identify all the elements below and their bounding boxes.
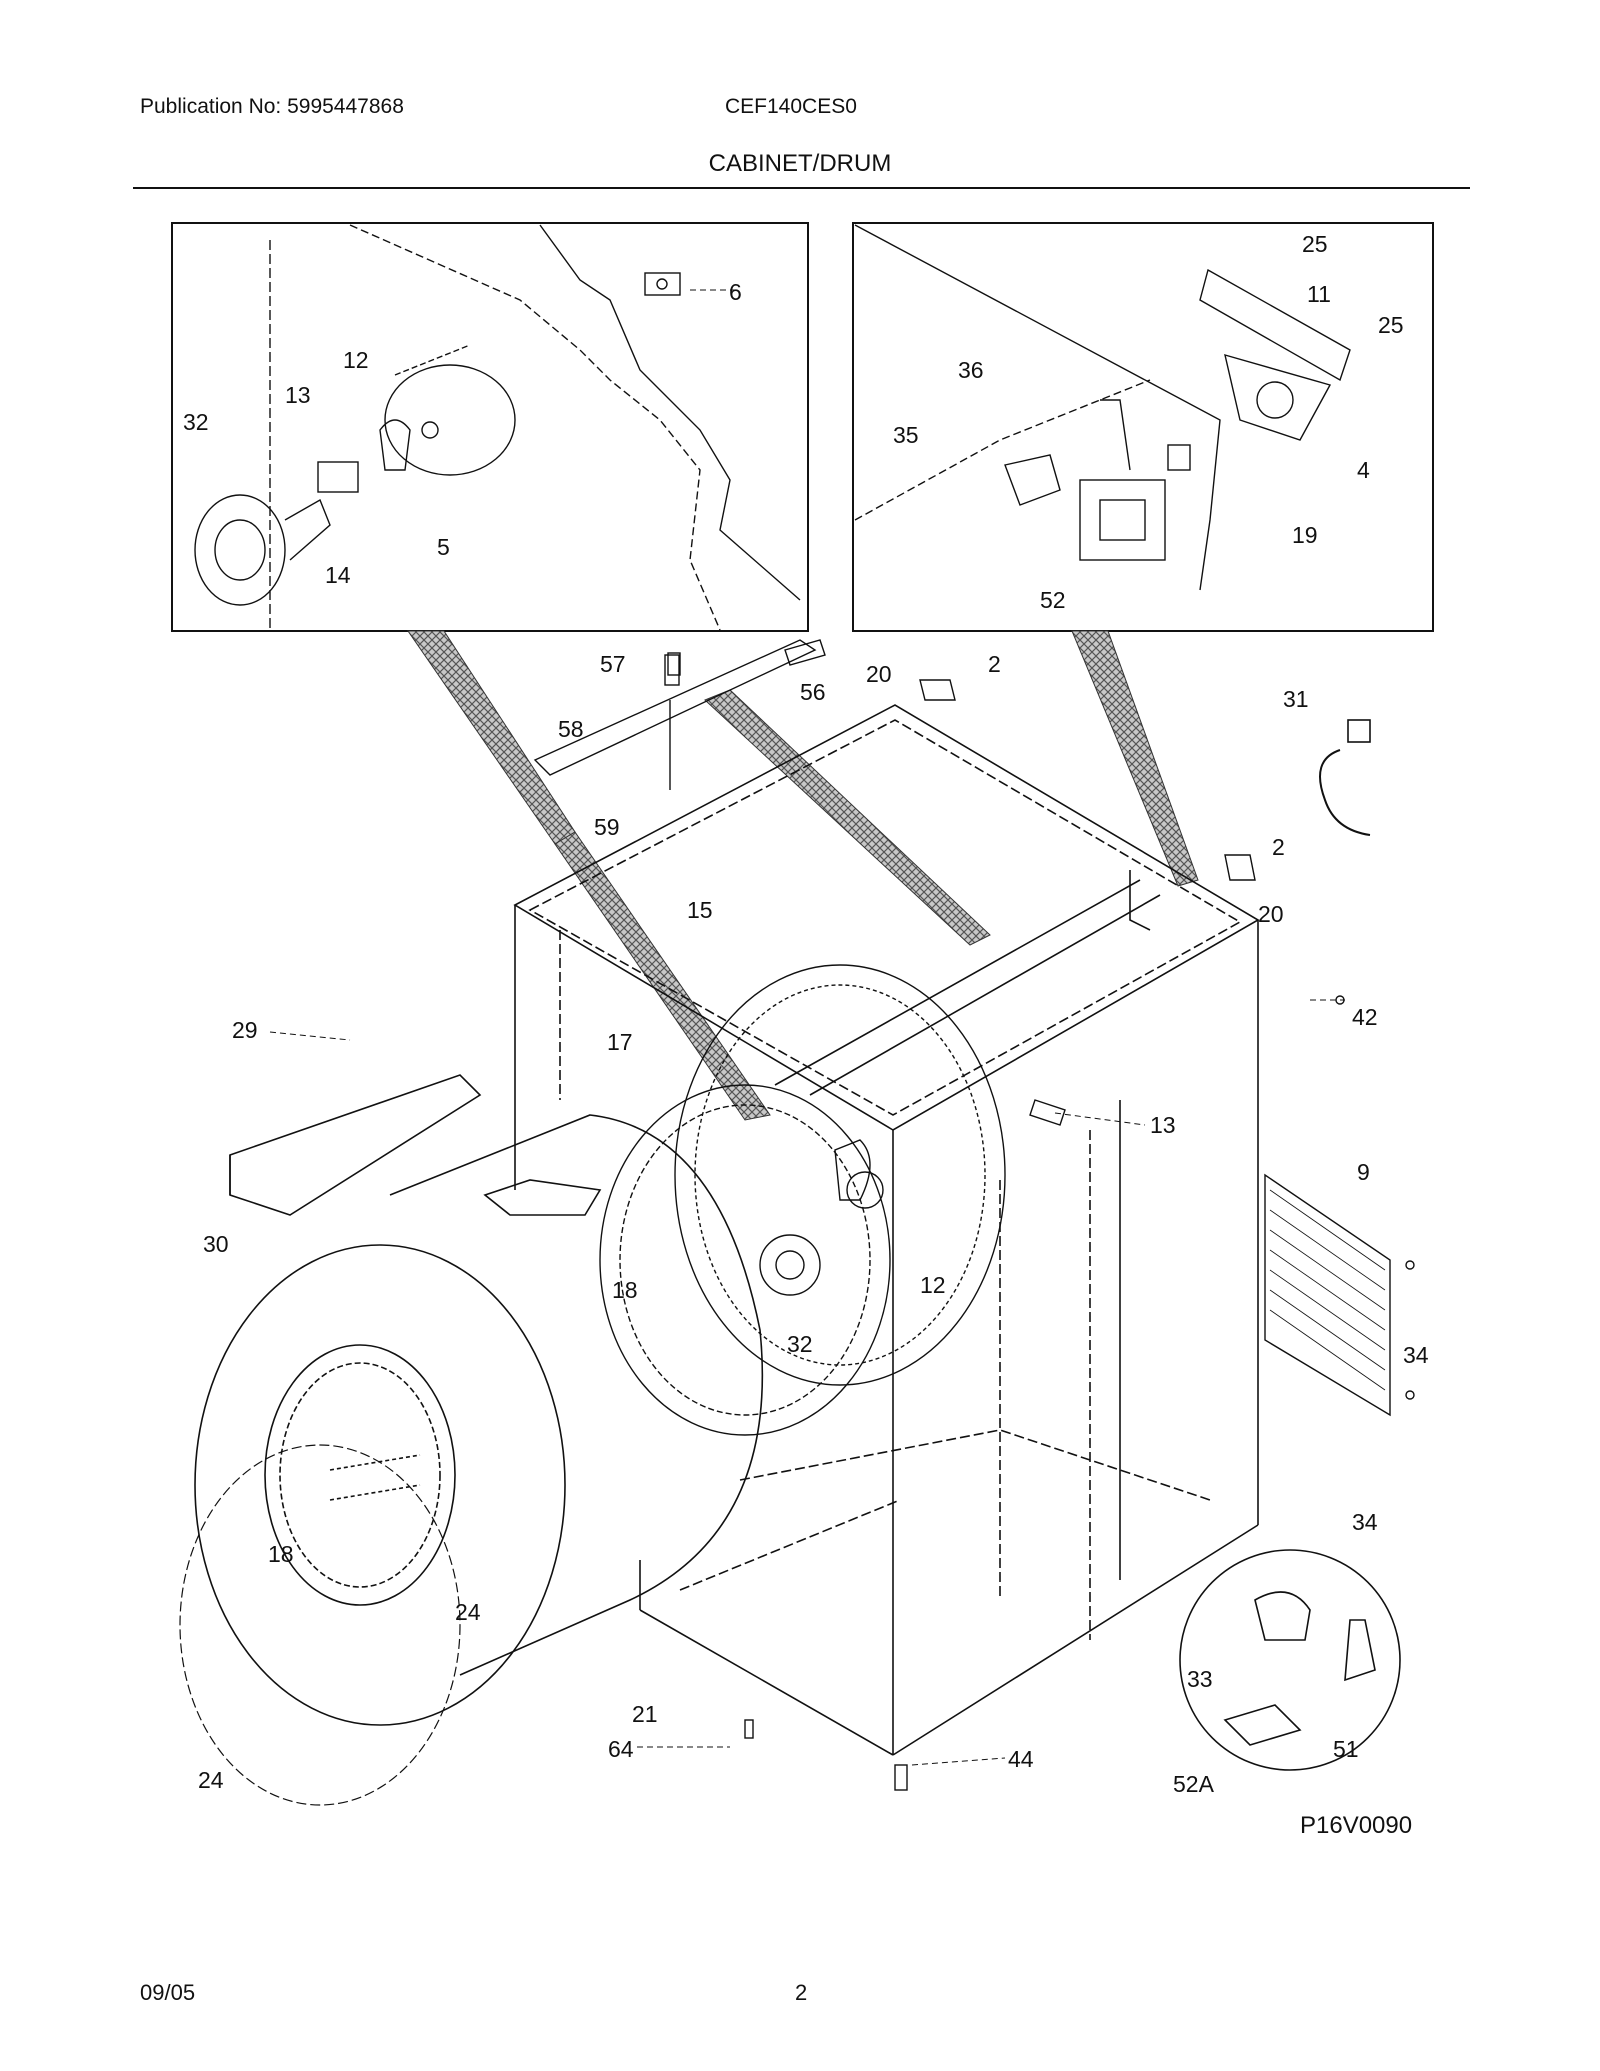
left-inset-parts (194, 224, 801, 631)
callout-17: 17 (607, 1029, 633, 1055)
power-plug (1347, 719, 1371, 743)
callout-13b: 13 (1150, 1112, 1176, 1138)
duct-cover (229, 1074, 482, 1216)
drum (194, 1114, 764, 1726)
detail-circle (1179, 1549, 1401, 1771)
page-title: CABINET/DRUM (708, 150, 892, 177)
inset-link-left (407, 630, 576, 845)
callout-25b: 25 (1378, 312, 1404, 338)
callout-18a: 18 (612, 1277, 638, 1303)
callout-52: 52 (1040, 587, 1066, 613)
drawing-id: P16V0090 (1300, 1812, 1412, 1839)
callout-34b: 34 (1352, 1509, 1378, 1535)
right-inset-parts (854, 224, 1351, 591)
callout-32b: 32 (787, 1331, 813, 1357)
callout-5: 5 (437, 534, 450, 560)
callout-6: 6 (729, 279, 742, 305)
model-number: CEF140CES0 (725, 95, 857, 118)
publication-number: Publication No: 5995447868 (140, 95, 404, 118)
callout-12a: 12 (343, 347, 369, 373)
callout-31: 31 (1283, 686, 1309, 712)
inset-frame-right (852, 222, 1434, 632)
cabinet-body (513, 704, 1260, 1756)
callout-24a: 24 (455, 1599, 481, 1625)
leader-lines (269, 289, 1345, 1766)
top-brace (533, 639, 817, 790)
inset-frame-left (171, 222, 809, 632)
hardware (667, 639, 1415, 1791)
callout-13a: 13 (285, 382, 311, 408)
inset-link-right (1071, 630, 1199, 887)
footer-page-number: 2 (795, 1980, 808, 2005)
callout-12b: 12 (920, 1272, 946, 1298)
callout-30: 30 (203, 1231, 229, 1257)
belt-lower (554, 831, 771, 1121)
callout-59: 59 (594, 814, 620, 840)
callout-4: 4 (1357, 457, 1370, 483)
callout-20a: 20 (866, 661, 892, 687)
callout-2a: 2 (988, 651, 1001, 677)
callout-24b: 24 (198, 1767, 224, 1793)
callout-11: 11 (1307, 281, 1331, 307)
callout-labels: 25 6 11 25 12 36 13 35 32 4 5 14 19 52 5… (183, 231, 1429, 1797)
callout-35: 35 (893, 422, 919, 448)
callout-9: 9 (1357, 1159, 1370, 1185)
callout-42: 42 (1352, 1004, 1378, 1030)
drum-seal (179, 1444, 461, 1806)
callout-14: 14 (325, 562, 351, 588)
drive-belt (704, 689, 991, 946)
rear-grille (1264, 1173, 1391, 1417)
callout-57: 57 (600, 651, 626, 677)
header-rule (133, 187, 1470, 189)
callout-15: 15 (687, 897, 713, 923)
callout-52a: 52A (1173, 1771, 1215, 1797)
callout-21: 21 (632, 1701, 658, 1727)
callout-51: 51 (1333, 1736, 1359, 1762)
callout-18b: 18 (268, 1541, 294, 1567)
callout-64: 64 (608, 1736, 634, 1762)
callout-32a: 32 (183, 409, 209, 435)
callout-58: 58 (558, 716, 584, 742)
callout-34a: 34 (1403, 1342, 1429, 1368)
callout-19: 19 (1292, 522, 1318, 548)
callout-25a: 25 (1302, 231, 1328, 257)
callout-36: 36 (958, 357, 984, 383)
callout-29: 29 (232, 1017, 258, 1043)
callout-2b: 2 (1272, 834, 1285, 860)
power-cord (1319, 749, 1371, 836)
blower-housing (674, 964, 1006, 1386)
callout-44: 44 (1008, 1746, 1034, 1772)
callout-33: 33 (1187, 1666, 1213, 1692)
callout-20b: 20 (1258, 901, 1284, 927)
drum-bulkhead (599, 1084, 891, 1436)
callout-56: 56 (800, 679, 826, 705)
footer-date: 09/05 (140, 1980, 196, 2005)
